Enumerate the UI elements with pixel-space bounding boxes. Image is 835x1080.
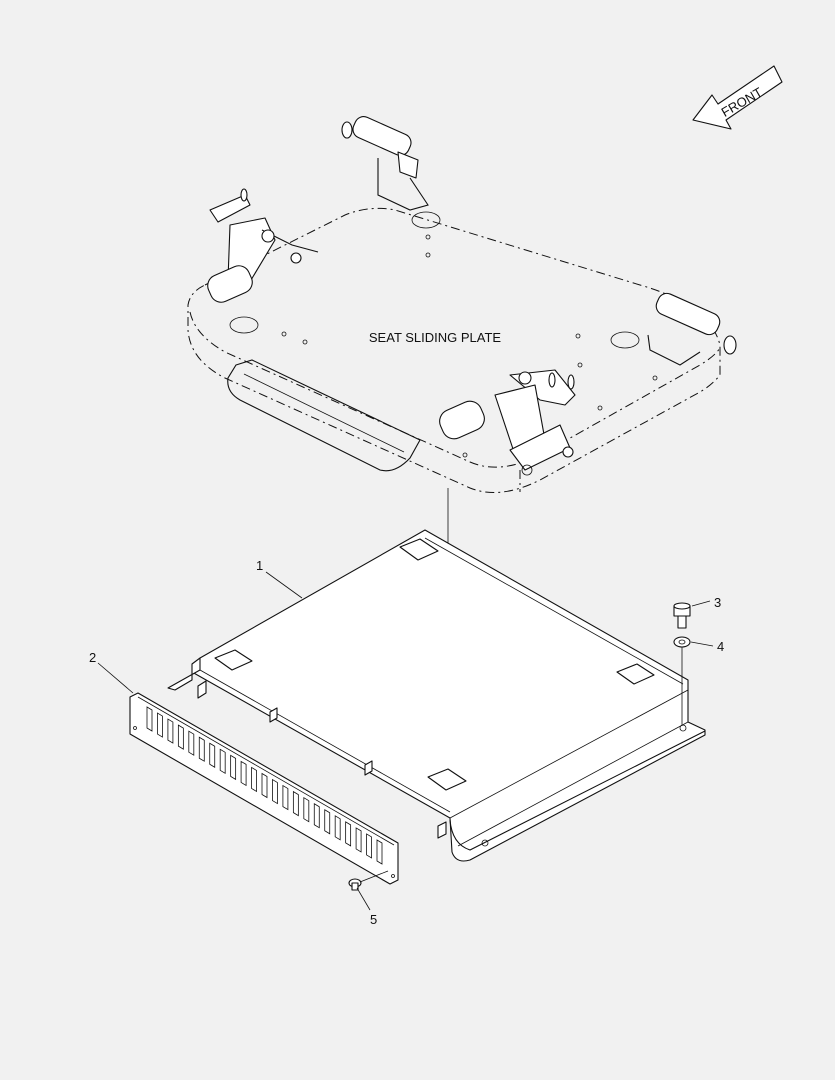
vent-slot — [376, 839, 383, 865]
assembly-label: SEAT SLIDING PLATE — [369, 330, 502, 345]
vent-slot — [209, 742, 216, 768]
vent-slot — [219, 748, 226, 775]
vent-slot — [303, 796, 310, 823]
vent-slot — [177, 724, 184, 750]
callout-2-label: 2 — [89, 650, 96, 665]
vent-slot — [272, 778, 278, 805]
vent-slot — [167, 718, 174, 744]
vent-slot — [198, 736, 205, 762]
callout-2: 2 — [89, 650, 134, 694]
vent-slot — [188, 730, 195, 756]
vent-slot — [230, 754, 237, 781]
callout-3: 3 — [691, 595, 721, 610]
right-lever-mechanism — [439, 369, 576, 476]
vent-slot — [282, 784, 289, 811]
vent-slot — [240, 760, 247, 787]
part-3-bolt — [673, 602, 691, 629]
part-4-washer — [673, 636, 691, 726]
callout-4: 4 — [690, 639, 724, 654]
callout-3-label: 3 — [714, 595, 721, 610]
callout-4-label: 4 — [717, 639, 724, 654]
rear-roller-top — [341, 116, 429, 211]
vent-slot — [251, 766, 257, 793]
vent-slot — [324, 809, 331, 835]
vent-slot — [345, 821, 352, 847]
front-direction-arrow: FRONT — [692, 65, 783, 130]
callout-5-label: 5 — [370, 912, 377, 927]
part-5-screw — [348, 870, 389, 891]
callout-5: 5 — [356, 887, 377, 927]
right-roller — [647, 292, 737, 366]
vent-slot — [355, 827, 362, 853]
vent-slot — [292, 790, 299, 817]
callout-1-label: 1 — [256, 558, 263, 573]
left-lever-mechanism — [207, 188, 319, 303]
vent-slot — [313, 803, 320, 829]
part-2-slotted-cover — [129, 692, 399, 885]
vent-slot — [157, 712, 163, 738]
vent-slot — [366, 833, 372, 859]
seat-sliding-plate: SEAT SLIDING PLATE — [187, 207, 721, 493]
vent-slot — [146, 706, 153, 732]
callout-1: 1 — [256, 558, 303, 599]
vent-slot — [261, 772, 268, 799]
part-1-base-plate — [167, 529, 706, 862]
vent-slot — [334, 815, 341, 841]
